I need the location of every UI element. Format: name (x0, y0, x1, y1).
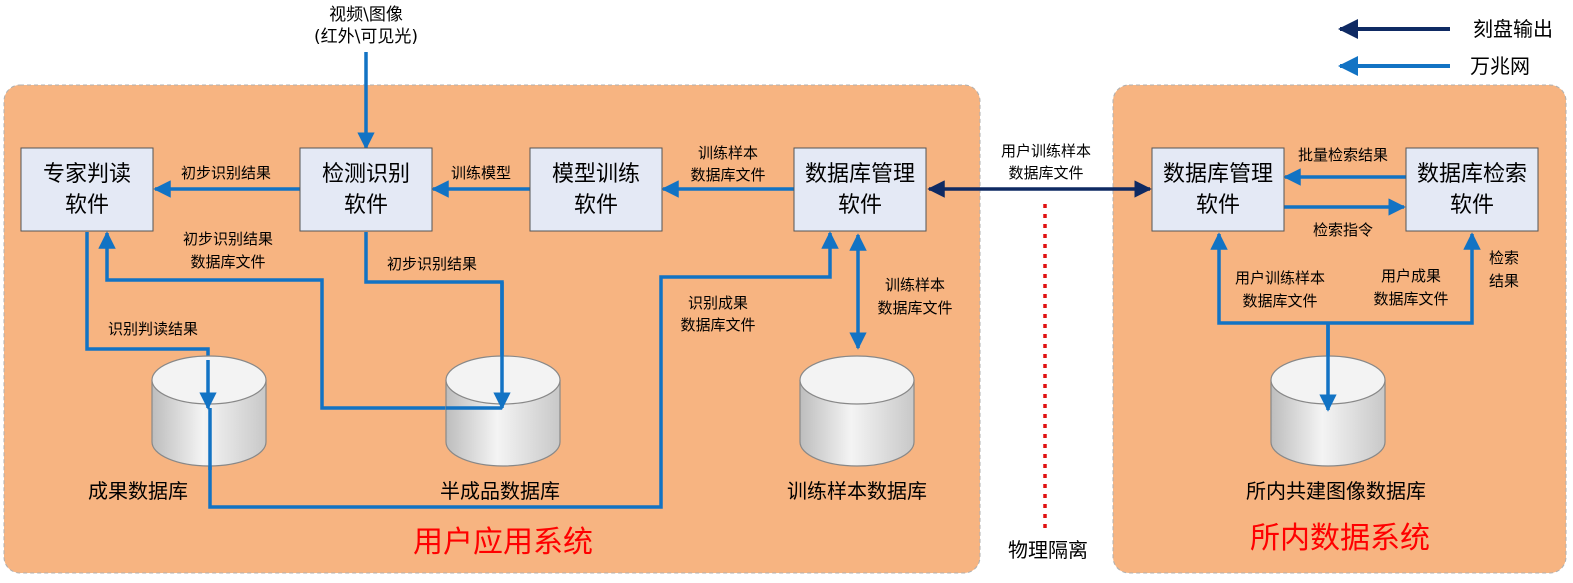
label-sample-db-2: 数据库文件 (690, 166, 765, 184)
node-dbm-inst-line1: 数据库管理 (1163, 162, 1273, 187)
institute-system-title: 所内数据系统 (1250, 521, 1430, 556)
label-prelim-db-1: 初步识别结果 (183, 230, 273, 248)
label-user-sample-r1: 用户训练样本 (1235, 269, 1325, 287)
node-expert-line2: 软件 (65, 193, 109, 218)
db-semi: 半成品数据库 (440, 355, 561, 503)
arrow-bus-to-dbm-inst (1210, 232, 1328, 325)
node-detect-line2: 软件 (344, 193, 388, 218)
node-dbm-inst: 数据库管理 软件 (1151, 147, 1285, 232)
node-train: 模型训练 软件 (529, 147, 663, 232)
user-system-title: 用户应用系统 (413, 525, 593, 560)
label-identify-db-2: 数据库文件 (680, 316, 755, 334)
node-search-line1: 数据库检索 (1417, 162, 1527, 187)
node-dbm-inst-line2: 软件 (1196, 193, 1240, 218)
db-shared-label: 所内共建图像数据库 (1246, 479, 1426, 503)
node-search: 数据库检索 软件 (1405, 147, 1539, 232)
label-sample-db-b1: 训练样本 (885, 276, 945, 294)
input-label-line2: (红外\可见光) (314, 27, 418, 47)
node-dbm-user-line2: 软件 (838, 193, 882, 218)
label-batch-result: 批量检索结果 (1298, 146, 1388, 164)
label-user-sample-1: 用户训练样本 (1001, 142, 1091, 160)
db-sample-label: 训练样本数据库 (787, 479, 927, 503)
label-user-sample-r2: 数据库文件 (1242, 292, 1317, 310)
label-prelim-db-2: 数据库文件 (190, 253, 265, 271)
label-search-res-2: 结果 (1489, 272, 1519, 290)
label-identify-db-1: 识别成果 (688, 294, 748, 312)
isolation-label: 物理隔离 (1008, 538, 1088, 562)
legend: 刻盘输出 万兆网 (1338, 17, 1553, 78)
node-train-line2: 软件 (574, 193, 618, 218)
label-search-res-1: 检索 (1489, 249, 1519, 267)
node-expert-line1: 专家判读 (43, 162, 131, 187)
label-sample-db-1: 训练样本 (698, 144, 758, 162)
legend-lan-label: 万兆网 (1470, 54, 1530, 78)
label-user-result-1: 用户成果 (1381, 267, 1441, 285)
label-user-sample-2: 数据库文件 (1008, 164, 1083, 182)
label-search-cmd: 检索指令 (1313, 221, 1373, 239)
label-user-result-2: 数据库文件 (1373, 290, 1448, 308)
db-semi-label: 半成品数据库 (440, 479, 560, 503)
arrow-result-to-dbm (208, 231, 839, 509)
node-detect-line1: 检测识别 (322, 162, 410, 187)
legend-disk-label: 刻盘输出 (1473, 17, 1553, 41)
db-sample: 训练样本数据库 (787, 355, 927, 503)
db-result-label: 成果数据库 (88, 479, 188, 503)
label-sample-db-b2: 数据库文件 (877, 299, 952, 317)
label-train-model: 训练模型 (451, 164, 511, 182)
node-train-line1: 模型训练 (552, 162, 640, 187)
node-detect: 检测识别 软件 (299, 147, 433, 232)
label-prelim-result-2: 初步识别结果 (387, 255, 477, 273)
node-dbm-user-line1: 数据库管理 (805, 162, 915, 187)
label-prelim-result: 初步识别结果 (181, 164, 271, 182)
arrow-semi-to-expert (98, 231, 502, 410)
node-search-line2: 软件 (1450, 193, 1494, 218)
node-dbm-user: 数据库管理 软件 (793, 147, 927, 232)
arrow-bus-to-search (1328, 232, 1481, 325)
label-judge-result: 识别判读结果 (108, 320, 198, 338)
node-expert: 专家判读 软件 (20, 147, 154, 232)
input-label-line1: 视频\图像 (329, 5, 403, 25)
